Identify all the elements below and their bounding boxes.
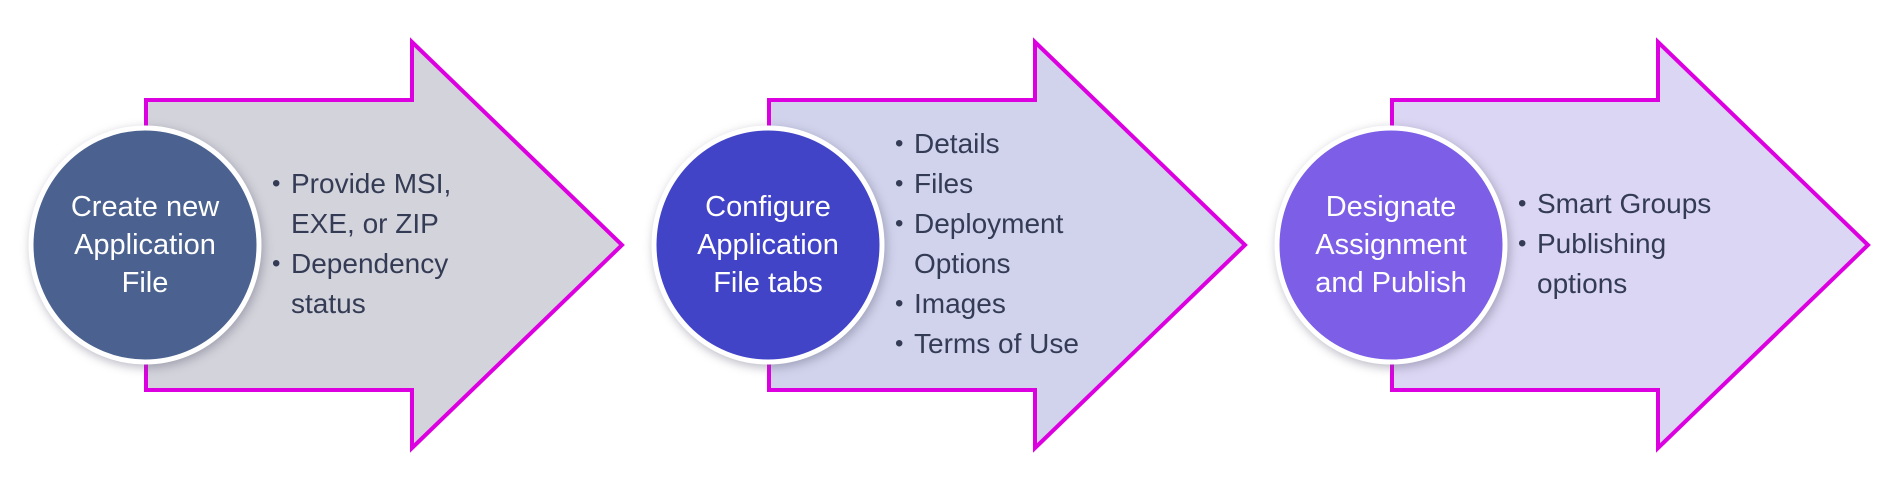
bullet-item: Files <box>895 164 1100 204</box>
bullet-item: Smart Groups <box>1518 184 1723 224</box>
circle-label-line: Application <box>697 229 839 261</box>
circle-label-line: and Publish <box>1315 267 1467 299</box>
bullet-item: Terms of Use <box>895 324 1100 364</box>
process-step-3: Designate Assignment and Publish Smart G… <box>1246 0 1897 487</box>
circle-label-line: Designate <box>1325 191 1457 223</box>
process-step-1: Create new Application File Provide MSI,… <box>0 0 700 487</box>
circle-label: Designate Assignment and Publish <box>1277 128 1505 362</box>
step-circle <box>651 125 885 365</box>
circle-label-line: File <box>121 267 169 299</box>
bullet-list: Details Files Deployment Options Images … <box>895 124 1100 364</box>
circle-label-line: File tabs <box>713 267 823 299</box>
circle-label: Create new Application File <box>31 128 259 362</box>
process-step-2: Configure Application File tabs Details … <box>623 0 1323 487</box>
bullet-list: Provide MSI, EXE, or ZIP Dependency stat… <box>272 164 477 324</box>
circle-label-line: Configure <box>705 191 831 223</box>
bullet-item: Images <box>895 284 1100 324</box>
bullet-item: Publishing options <box>1518 224 1723 304</box>
circle-label: Configure Application File tabs <box>654 128 882 362</box>
circle-label-line: Create new <box>70 191 220 223</box>
bullet-item: Deployment Options <box>895 204 1100 284</box>
bullet-item: Details <box>895 124 1100 164</box>
step-circle <box>1274 125 1508 365</box>
circle-label-line: Application <box>74 229 216 261</box>
bullet-item: Provide MSI, EXE, or ZIP <box>272 164 477 244</box>
circle-label-line: Assignment <box>1315 229 1467 261</box>
bullet-list: Smart Groups Publishing options <box>1518 184 1723 304</box>
step-circle <box>28 125 262 365</box>
bullet-item: Dependency status <box>272 244 477 324</box>
